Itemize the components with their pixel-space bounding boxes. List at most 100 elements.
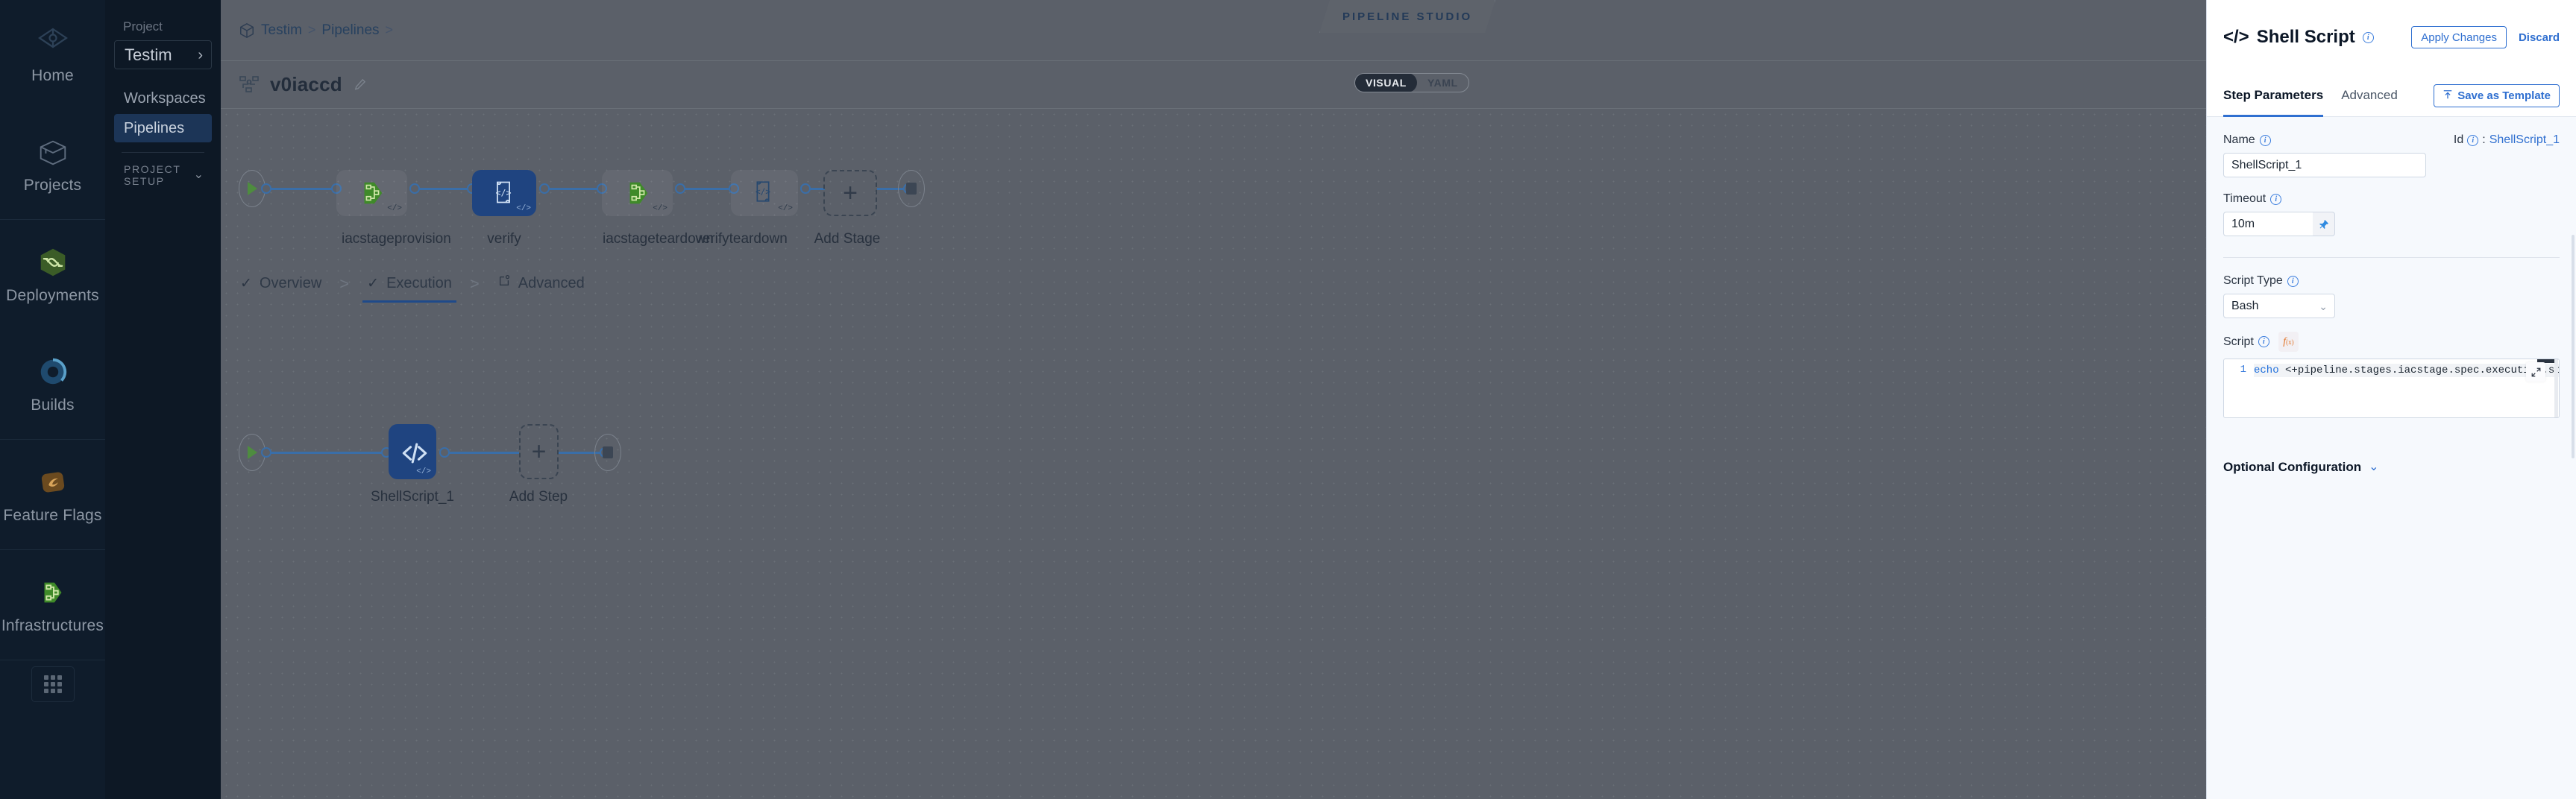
stage-node-iacstageteardown[interactable]: </> (602, 170, 673, 216)
editor-scrollbar-horizontal[interactable] (2537, 359, 2558, 363)
name-label-group: Name i (2223, 133, 2271, 147)
editor-code-area[interactable]: echo <+pipeline.stages.iacstage.spec.exe… (2254, 359, 2559, 417)
step-row-area: </> ShellScript_1 + Add Step (221, 309, 2576, 555)
info-icon[interactable]: i (2287, 275, 2299, 287)
rail-item-label: Deployments (6, 287, 99, 304)
add-stage-button[interactable]: + (823, 170, 877, 216)
script-editor[interactable]: 1 echo <+pipeline.stages.iacstage.spec.e… (2223, 359, 2560, 418)
check-icon: ✓ (240, 275, 252, 291)
tab-separator: > (469, 274, 480, 293)
breadcrumb: Testim > Pipelines > (239, 22, 393, 39)
info-icon[interactable]: i (2258, 336, 2269, 347)
stage-graph: </> iacstageprovision </> (221, 109, 2576, 268)
id-value[interactable]: ShellScript_1 (2489, 133, 2560, 146)
discard-button[interactable]: Discard (2518, 31, 2560, 44)
project-setup-toggle[interactable]: PROJECT SETUP ⌄ (114, 163, 212, 187)
rail-item-label: Feature Flags (3, 507, 102, 524)
project-nav-list: Workspaces Pipelines (114, 84, 212, 142)
panel-tab-bar: Step Parameters Advanced Save as Templat… (2207, 75, 2576, 117)
stage-connector-dot[interactable] (331, 183, 342, 194)
rail-item-projects[interactable]: Projects (0, 110, 105, 219)
rail-item-infrastructures[interactable]: Infrastructures (0, 550, 105, 660)
editor-scrollbar-vertical[interactable] (2554, 359, 2558, 417)
rail-item-feature-flags[interactable]: Feature Flags (0, 440, 105, 549)
script-type-select[interactable]: Bash ⌄ (2223, 294, 2335, 318)
box-icon (35, 134, 71, 170)
info-icon[interactable]: i (2270, 193, 2282, 205)
project-sidebar: Project Testim › Workspaces Pipelines PR… (105, 0, 221, 799)
optional-configuration-toggle[interactable]: Optional Configuration ⌄ (2223, 460, 2560, 475)
pencil-icon[interactable] (353, 78, 367, 92)
stage-type-icon: </> (778, 204, 793, 213)
tab-separator: > (339, 274, 350, 293)
stage-connector-dot[interactable] (597, 183, 607, 194)
panel-title-group: </> Shell Script i (2223, 27, 2374, 48)
rail-item-label: Builds (31, 397, 75, 414)
add-step-label: Add Step (509, 489, 568, 505)
view-mode-yaml[interactable]: YAML (1427, 77, 1458, 89)
info-icon[interactable]: i (2259, 134, 2271, 146)
pipeline-end-node[interactable] (898, 170, 925, 207)
breadcrumb-item-testim[interactable]: Testim (261, 22, 302, 38)
expand-icon[interactable] (2526, 362, 2545, 382)
save-as-template-button[interactable]: Save as Template (2434, 84, 2560, 107)
rail-divider (0, 549, 105, 550)
project-selector[interactable]: Testim › (114, 40, 212, 69)
info-icon[interactable]: i (2362, 31, 2374, 43)
stage-node-verify[interactable]: </> </> (472, 170, 536, 216)
shellscript-icon: </> (750, 178, 779, 208)
sidebar-item-workspaces[interactable]: Workspaces (114, 84, 212, 113)
shellscript-icon (398, 437, 427, 467)
tab-advanced[interactable]: Advanced (493, 274, 589, 303)
add-step-button[interactable]: + (519, 424, 559, 479)
tab-overview[interactable]: ✓ Overview (236, 275, 326, 303)
name-label: Name (2223, 133, 2255, 146)
step-end-node[interactable] (594, 434, 621, 471)
save-as-template-label: Save as Template (2457, 89, 2551, 102)
timeout-label: Timeout (2223, 192, 2266, 205)
tab-step-parameters[interactable]: Step Parameters (2223, 75, 2324, 117)
stage-label: verify (487, 231, 521, 247)
pipeline-canvas[interactable]: </> iacstageprovision </> (221, 109, 2576, 799)
sidebar-item-pipelines[interactable]: Pipelines (114, 114, 212, 142)
step-config-panel: </> Shell Script i Apply Changes Discard… (2206, 0, 2576, 799)
rail-item-builds[interactable]: Builds (0, 329, 105, 439)
tab-execution[interactable]: ✓ Execution (362, 275, 456, 303)
project-name: Testim (125, 45, 172, 64)
info-icon[interactable]: i (2467, 134, 2479, 146)
view-mode-visual[interactable]: VISUAL (1355, 74, 1417, 92)
code-line-1: echo <+pipeline.stages.iacstage.spec.exe… (2254, 364, 2559, 377)
stage-connector-dot[interactable] (729, 183, 739, 194)
apps-launcher-button[interactable] (31, 666, 75, 702)
stage-node-verifyteardown[interactable]: </> </> (731, 170, 798, 216)
rail-item-label: Infrastructures (1, 617, 104, 634)
script-field-group: Script i f(x) 1 echo <+pipeline.stages.i… (2223, 332, 2560, 418)
name-input[interactable]: ShellScript_1 (2223, 153, 2426, 177)
panel-title: Shell Script (2256, 27, 2355, 47)
breadcrumb-separator: > (307, 22, 316, 37)
stage-row-area: </> iacstageprovision </> (221, 109, 2576, 268)
svg-text:</>: </> (495, 188, 511, 198)
optional-configuration-label: Optional Configuration (2223, 460, 2362, 474)
script-label-group: Script i (2223, 335, 2269, 349)
rail-item-home[interactable]: Home (0, 0, 105, 110)
stage-tab-bar: ✓ Overview > ✓ Execution > Advanced (221, 268, 2576, 309)
fx-icon[interactable]: f(x) (2278, 332, 2299, 352)
sidebar-divider (122, 152, 204, 153)
stage-node-iacstageprovision[interactable]: </> (336, 170, 407, 216)
pin-icon[interactable] (2313, 212, 2335, 236)
tab-panel-advanced[interactable]: Advanced (2341, 88, 2398, 102)
timeout-input[interactable]: 10m (2223, 212, 2313, 236)
view-mode-toggle[interactable]: VISUAL YAML (1354, 73, 1469, 92)
rail-item-deployments[interactable]: Deployments (0, 220, 105, 329)
panel-scrollbar[interactable] (2572, 235, 2575, 458)
step-type-icon: </> (416, 467, 431, 476)
studio-subbar: v0iaccd VISUAL YAML (221, 61, 2576, 109)
breadcrumb-item-pipelines[interactable]: Pipelines (321, 22, 380, 38)
plus-icon: + (843, 179, 858, 207)
step-node-shellscript-1[interactable]: </> (389, 424, 436, 479)
code-expression: <+pipeline.stages.iacstage.spec.executio… (2278, 364, 2559, 376)
apply-changes-button[interactable]: Apply Changes (2411, 26, 2507, 48)
tab-label: Execution (386, 274, 452, 291)
